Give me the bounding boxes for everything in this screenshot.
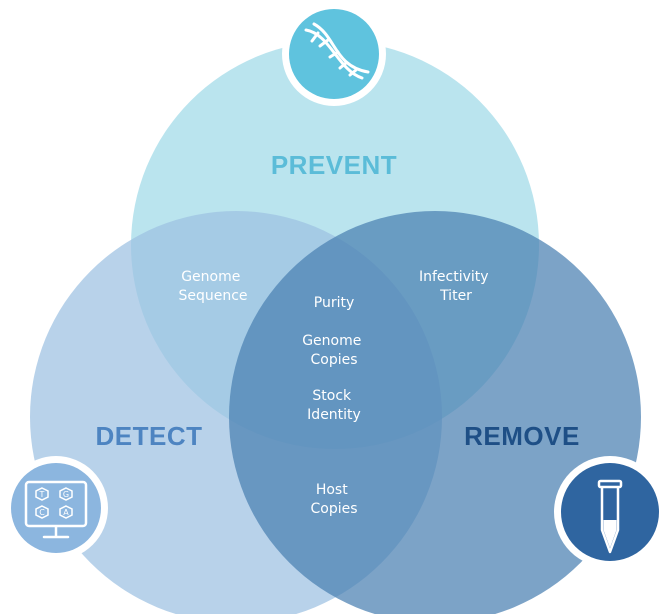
prevent-badge xyxy=(282,2,386,106)
genome-sequence-label: Genome Sequence xyxy=(178,269,247,304)
base-a-label: A xyxy=(63,508,69,517)
host-copies-label: Host Copies xyxy=(310,482,357,517)
genome-copies-label: Genome Copies xyxy=(302,333,366,368)
base-t-label: T xyxy=(39,490,45,499)
sequencing-monitor-icon: T G C A xyxy=(24,480,88,539)
purity-label: Purity xyxy=(314,295,355,311)
remove-badge xyxy=(554,456,666,568)
test-tube-icon xyxy=(597,479,623,554)
prevent-label: PREVENT xyxy=(271,150,397,180)
base-g-label: G xyxy=(63,490,69,499)
remove-circle xyxy=(229,211,641,614)
base-c-label: C xyxy=(39,508,45,517)
remove-label: REMOVE xyxy=(464,421,580,451)
infectivity-titer-label: Infectivity Titer xyxy=(419,269,493,304)
stock-identity-label: Stock Identity xyxy=(307,388,361,423)
dna-icon xyxy=(304,22,370,80)
detect-badge: T G C A xyxy=(4,456,108,560)
detect-label: DETECT xyxy=(96,421,203,451)
